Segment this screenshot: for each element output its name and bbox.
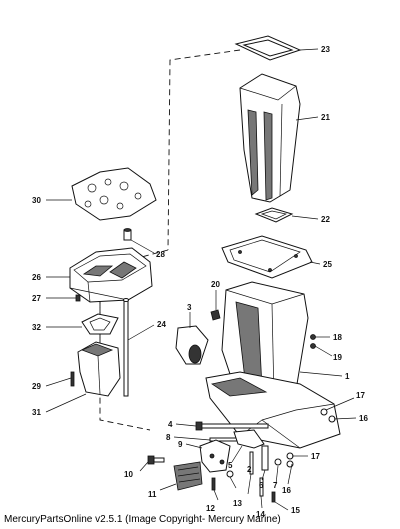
callout-13: 13: [233, 499, 242, 508]
callout-30: 30: [32, 196, 41, 205]
part-6-spacer[interactable]: [261, 445, 269, 471]
part-26-adapter-plate[interactable]: [69, 247, 153, 303]
part-9-bracket[interactable]: [199, 439, 231, 473]
part-29-screw[interactable]: [70, 371, 75, 387]
part-20-grommet[interactable]: [210, 309, 221, 321]
part-28-dowel[interactable]: [123, 228, 132, 241]
callout-17: 17: [356, 391, 365, 400]
callout-24: 24: [157, 320, 166, 329]
part-23-top-gasket[interactable]: [234, 35, 302, 61]
callout-5: 5: [228, 461, 233, 470]
part-16-washer[interactable]: [286, 415, 336, 468]
callout-12: 12: [206, 504, 215, 513]
callout-26: 26: [32, 273, 41, 282]
callout-18: 18: [333, 333, 342, 342]
callout-labels: 23 21 22 25 30 28 26 27 32 24 29 31 3 20…: [32, 45, 368, 519]
callout-28: 28: [156, 250, 165, 259]
callout-19: 19: [333, 353, 342, 362]
callout-25: 25: [323, 260, 332, 269]
part-30-adapter-gasket[interactable]: [71, 167, 157, 221]
assembly-guide-line: [99, 49, 241, 431]
part-25-housing-gasket[interactable]: [221, 235, 313, 279]
callout-23: 23: [321, 45, 330, 54]
part-10-screw[interactable]: [147, 455, 165, 465]
callout-9: 9: [178, 440, 183, 449]
part-4-bolt[interactable]: [195, 421, 269, 431]
callout-20: 20: [211, 280, 220, 289]
callout-17: 17: [311, 452, 320, 461]
part-13-washer[interactable]: [226, 470, 234, 478]
callout-27: 27: [32, 294, 41, 303]
callout-10: 10: [124, 470, 133, 479]
part-14-bolt[interactable]: [259, 477, 264, 497]
image-caption: MercuryPartsOnline v2.5.1 (Image Copyrig…: [4, 514, 281, 525]
leader-lines: [45, 48, 357, 511]
part-21-exhaust-tube[interactable]: [239, 73, 301, 203]
part-27-bolt[interactable]: [75, 294, 81, 302]
part-2-stud[interactable]: [249, 451, 254, 475]
callout-16: 16: [359, 414, 368, 423]
part-17-nut[interactable]: [286, 408, 328, 460]
callout-22: 22: [321, 215, 330, 224]
callout-31: 31: [32, 408, 41, 417]
callout-32: 32: [32, 323, 41, 332]
callout-15: 15: [291, 506, 300, 515]
part-3-water-tube-guide[interactable]: [175, 325, 209, 365]
callout-8: 8: [166, 433, 171, 442]
part-22-seal[interactable]: [254, 207, 294, 223]
part-15-screw[interactable]: [271, 491, 276, 503]
part-24-drive-shaft[interactable]: [123, 298, 129, 397]
part-1-driveshaft-housing[interactable]: [205, 281, 341, 449]
callout-2: 2: [247, 465, 252, 474]
callout-29: 29: [32, 382, 41, 391]
callout-7: 7: [273, 481, 278, 490]
part-7-nut[interactable]: [274, 458, 282, 466]
part-19-washer[interactable]: [310, 343, 316, 349]
part-32-seal[interactable]: [81, 313, 119, 335]
part-18-washer[interactable]: [310, 334, 316, 340]
part-31-exhaust-housing[interactable]: [77, 341, 121, 397]
callout-16: 16: [282, 486, 291, 495]
callout-14: 14: [256, 510, 265, 519]
callout-1: 1: [345, 372, 350, 381]
part-5-connector[interactable]: [233, 429, 265, 449]
callout-3: 3: [187, 303, 192, 312]
part-12-screw[interactable]: [211, 477, 216, 491]
callout-21: 21: [321, 113, 330, 122]
callout-6: 6: [259, 481, 264, 490]
callout-4: 4: [168, 420, 173, 429]
part-11-anode[interactable]: [173, 461, 203, 491]
callout-11: 11: [148, 490, 157, 499]
